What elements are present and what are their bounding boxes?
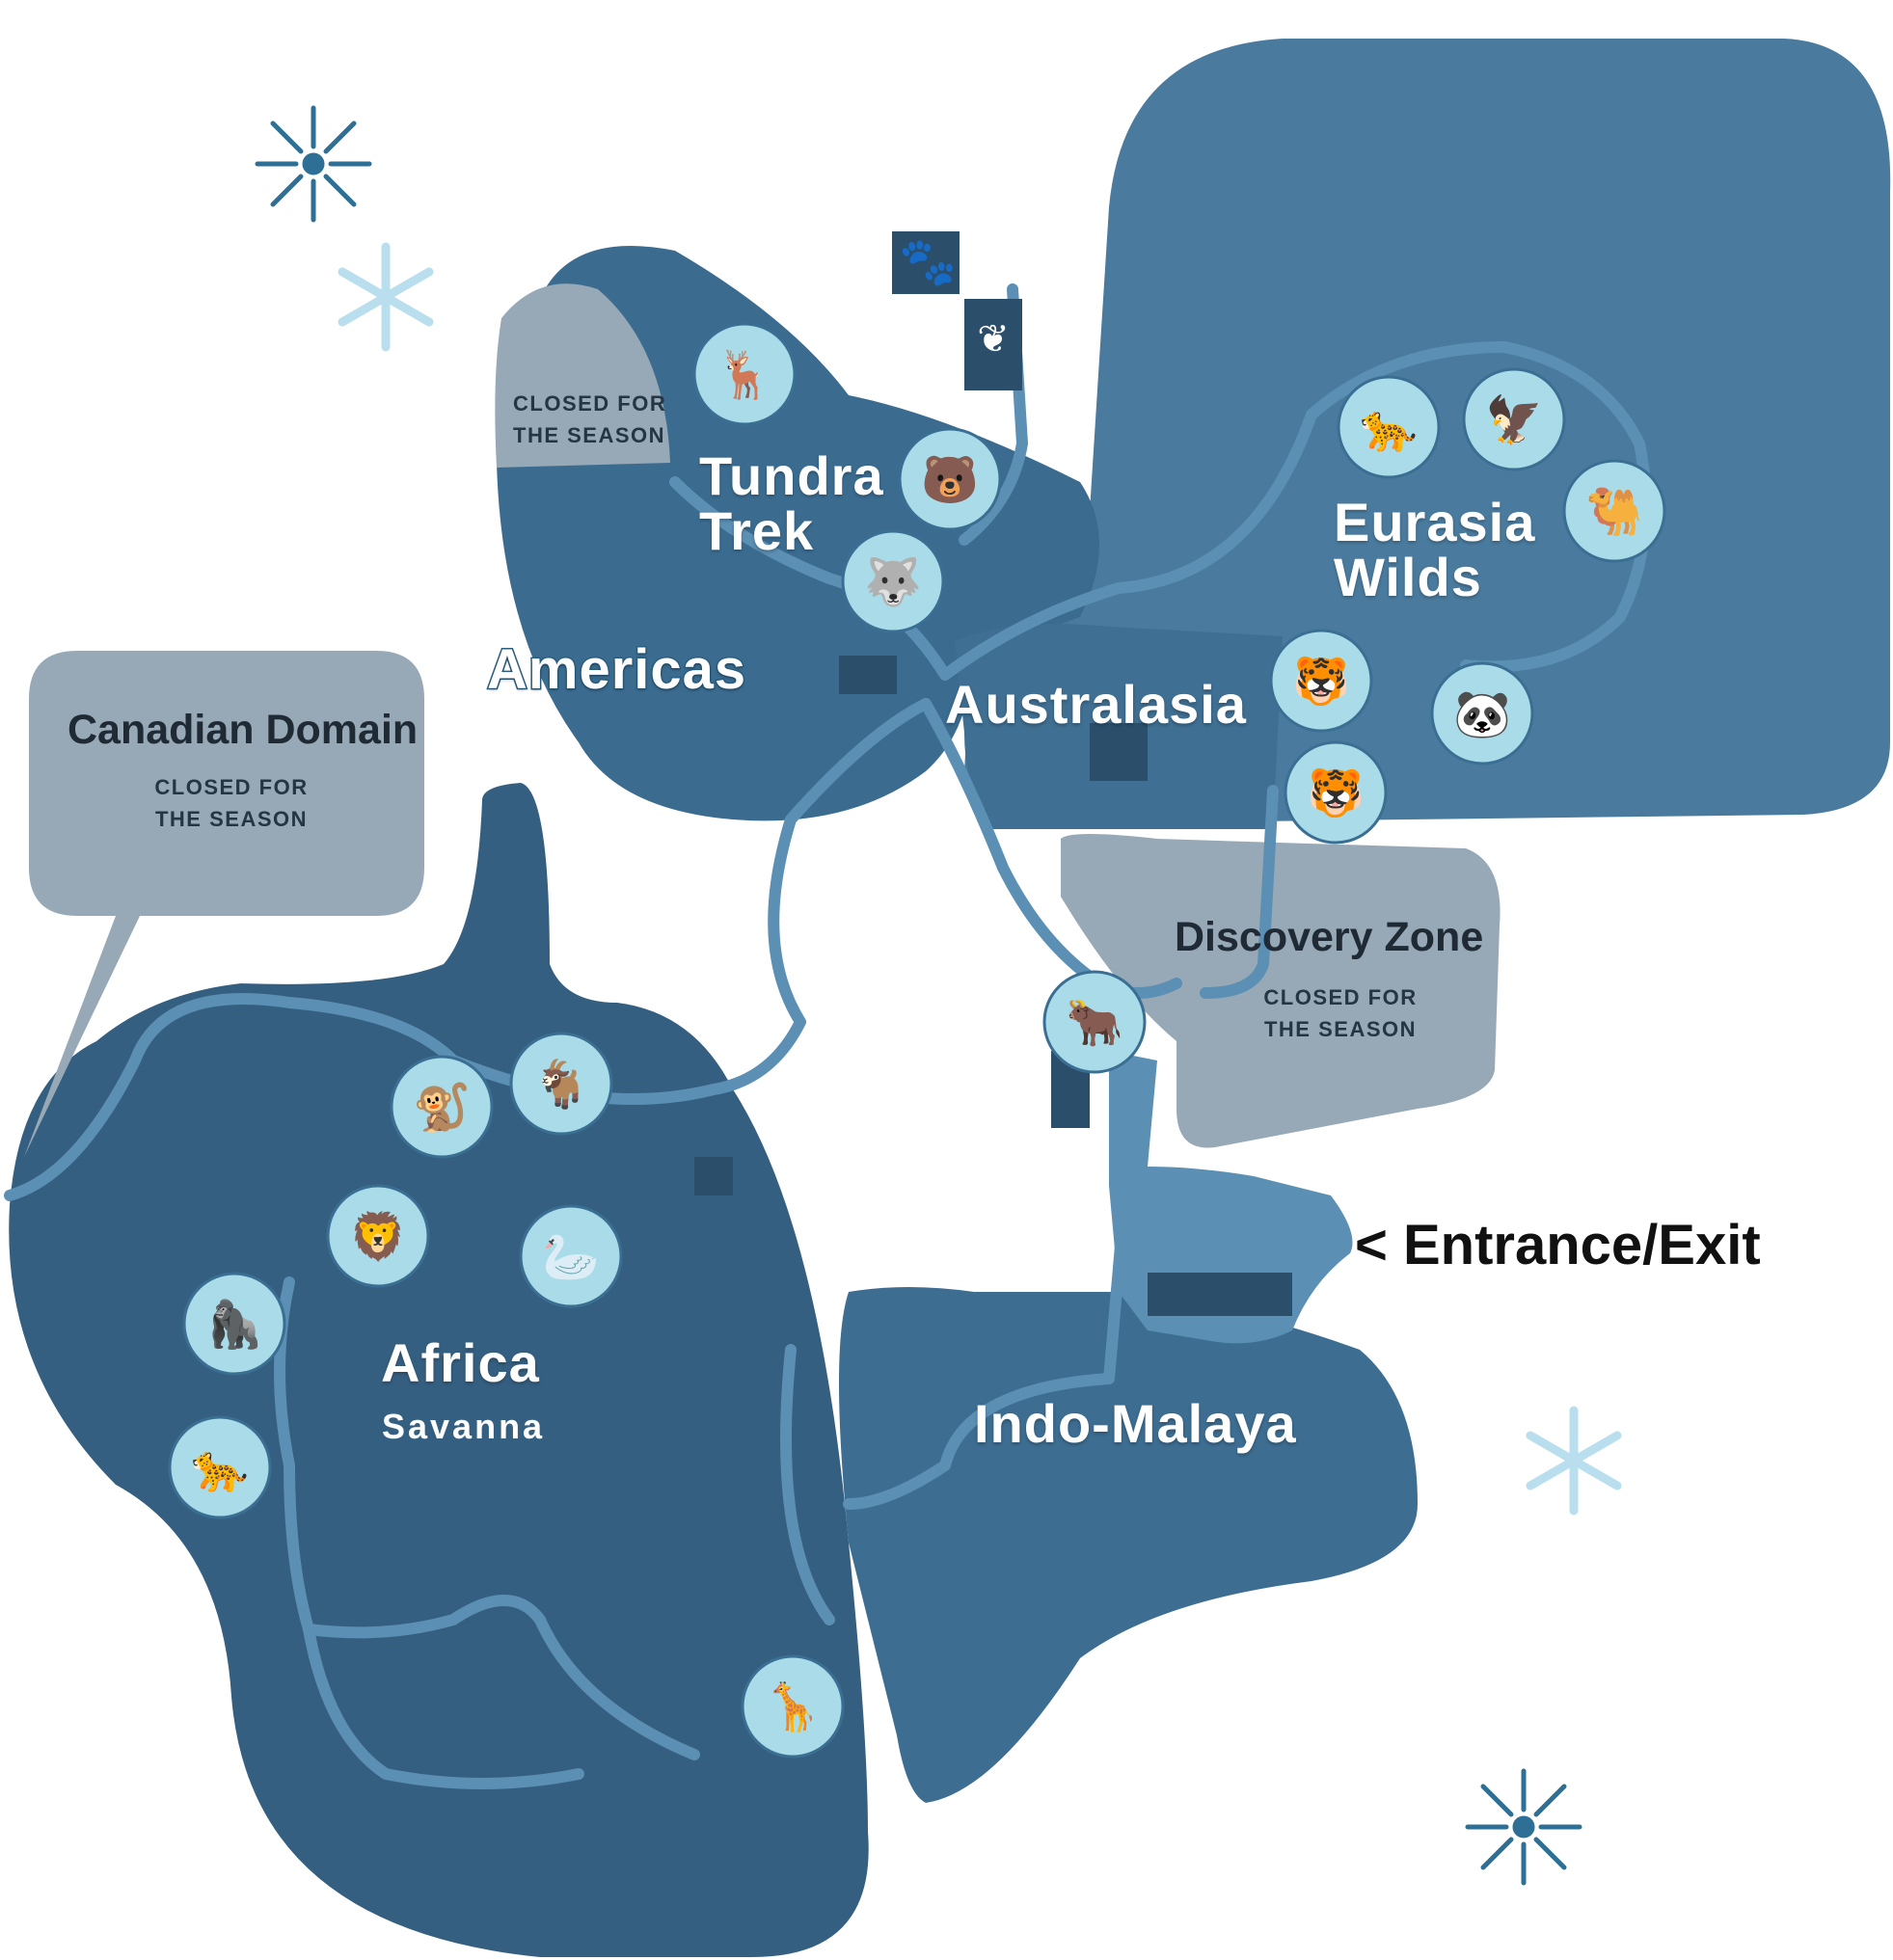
svg-text:❦: ❦: [977, 317, 1010, 362]
snowflake-icon: [1526, 1406, 1622, 1516]
tundra-trek-label: Tundra Trek: [699, 445, 884, 562]
tiger-icon[interactable]: 🐯: [1269, 629, 1373, 733]
tundra-closed-area: [495, 283, 670, 468]
africa-label: Africa: [381, 1332, 540, 1393]
cheetah-icon[interactable]: 🐆: [168, 1415, 272, 1519]
svg-text:🐂: 🐂: [1066, 996, 1123, 1050]
snowflake-icon: [255, 105, 372, 223]
entrance-exit-label[interactable]: < Entrance/Exit: [1355, 1214, 1761, 1276]
svg-text:🦌: 🦌: [716, 348, 773, 402]
svg-text:🐾: 🐾: [899, 235, 957, 289]
africa-savanna-label: Savanna: [382, 1407, 546, 1446]
svg-text:🦒: 🦒: [764, 1680, 822, 1734]
svg-text:🦅: 🦅: [1485, 392, 1543, 447]
canadian-domain-title: Canadian Domain: [68, 707, 419, 753]
svg-text:🦢: 🦢: [542, 1230, 600, 1284]
tundra-closed-notice: CLOSED FOR THE SEASON: [513, 391, 667, 447]
snowflake-icon: [1465, 1768, 1582, 1886]
wolf-icon[interactable]: 🐺: [841, 529, 945, 633]
eurasia-wilds-label: Eurasia Wilds: [1334, 492, 1536, 608]
australasia-label: Australasia: [945, 674, 1247, 735]
svg-text:🐯: 🐯: [1307, 765, 1365, 820]
polar-bear-icon[interactable]: 🐻: [898, 427, 1002, 531]
giraffe-icon[interactable]: 🦒: [741, 1654, 845, 1759]
snow-leopard-icon[interactable]: 🐆: [1337, 375, 1441, 479]
reindeer-icon[interactable]: 🦌: [692, 322, 797, 426]
tiger-icon[interactable]: 🐯: [1284, 740, 1388, 845]
africa-region[interactable]: [9, 783, 869, 1957]
lion-icon[interactable]: 🦁: [326, 1184, 430, 1288]
indo-malaya-label: Indo-Malaya: [974, 1393, 1297, 1454]
antelope-icon[interactable]: 🐐: [509, 1032, 613, 1136]
svg-text:🦁: 🦁: [349, 1210, 407, 1264]
svg-text:🐻: 🐻: [921, 452, 979, 507]
americas-label: Americas: [485, 638, 747, 701]
svg-text:🐫: 🐫: [1585, 485, 1643, 539]
indo-malaya-region[interactable]: [839, 1287, 1418, 1803]
svg-text:🐆: 🐆: [191, 1441, 249, 1495]
snowflake-icon: [338, 242, 434, 352]
canadian-domain-callout: [24, 651, 424, 1157]
eagle-icon[interactable]: 🦅: [1462, 367, 1566, 471]
entrance-plaza[interactable]: [1109, 1051, 1353, 1344]
vulture-icon[interactable]: 🦢: [519, 1204, 623, 1308]
discovery-closed-notice: CLOSED FOR THE SEASON: [1263, 985, 1418, 1041]
svg-text:🦍: 🦍: [205, 1298, 263, 1352]
red-panda-icon[interactable]: 🐼: [1430, 661, 1534, 765]
svg-text:🐯: 🐯: [1292, 654, 1350, 709]
discovery-zone-title: Discovery Zone: [1175, 914, 1484, 960]
camel-icon[interactable]: 🐫: [1562, 459, 1666, 563]
path-network: [4, 283, 1652, 1789]
svg-text:🐐: 🐐: [532, 1058, 590, 1112]
svg-text:🐒: 🐒: [413, 1081, 471, 1135]
lemur-icon[interactable]: 🐒: [390, 1055, 494, 1159]
hospital-paw-icon: 🐾: [899, 235, 957, 289]
gorilla-icon[interactable]: 🦍: [182, 1272, 286, 1376]
svg-text:🐼: 🐼: [1453, 687, 1511, 741]
svg-text:🐺: 🐺: [864, 555, 922, 609]
discovery-zone-area: [1061, 834, 1501, 1148]
yak-icon[interactable]: 🐂: [1042, 970, 1147, 1074]
svg-text:🐆: 🐆: [1360, 401, 1418, 455]
plant-icon: ❦: [977, 317, 1010, 362]
canadian-closed-notice: CLOSED FOR THE SEASON: [154, 775, 309, 831]
